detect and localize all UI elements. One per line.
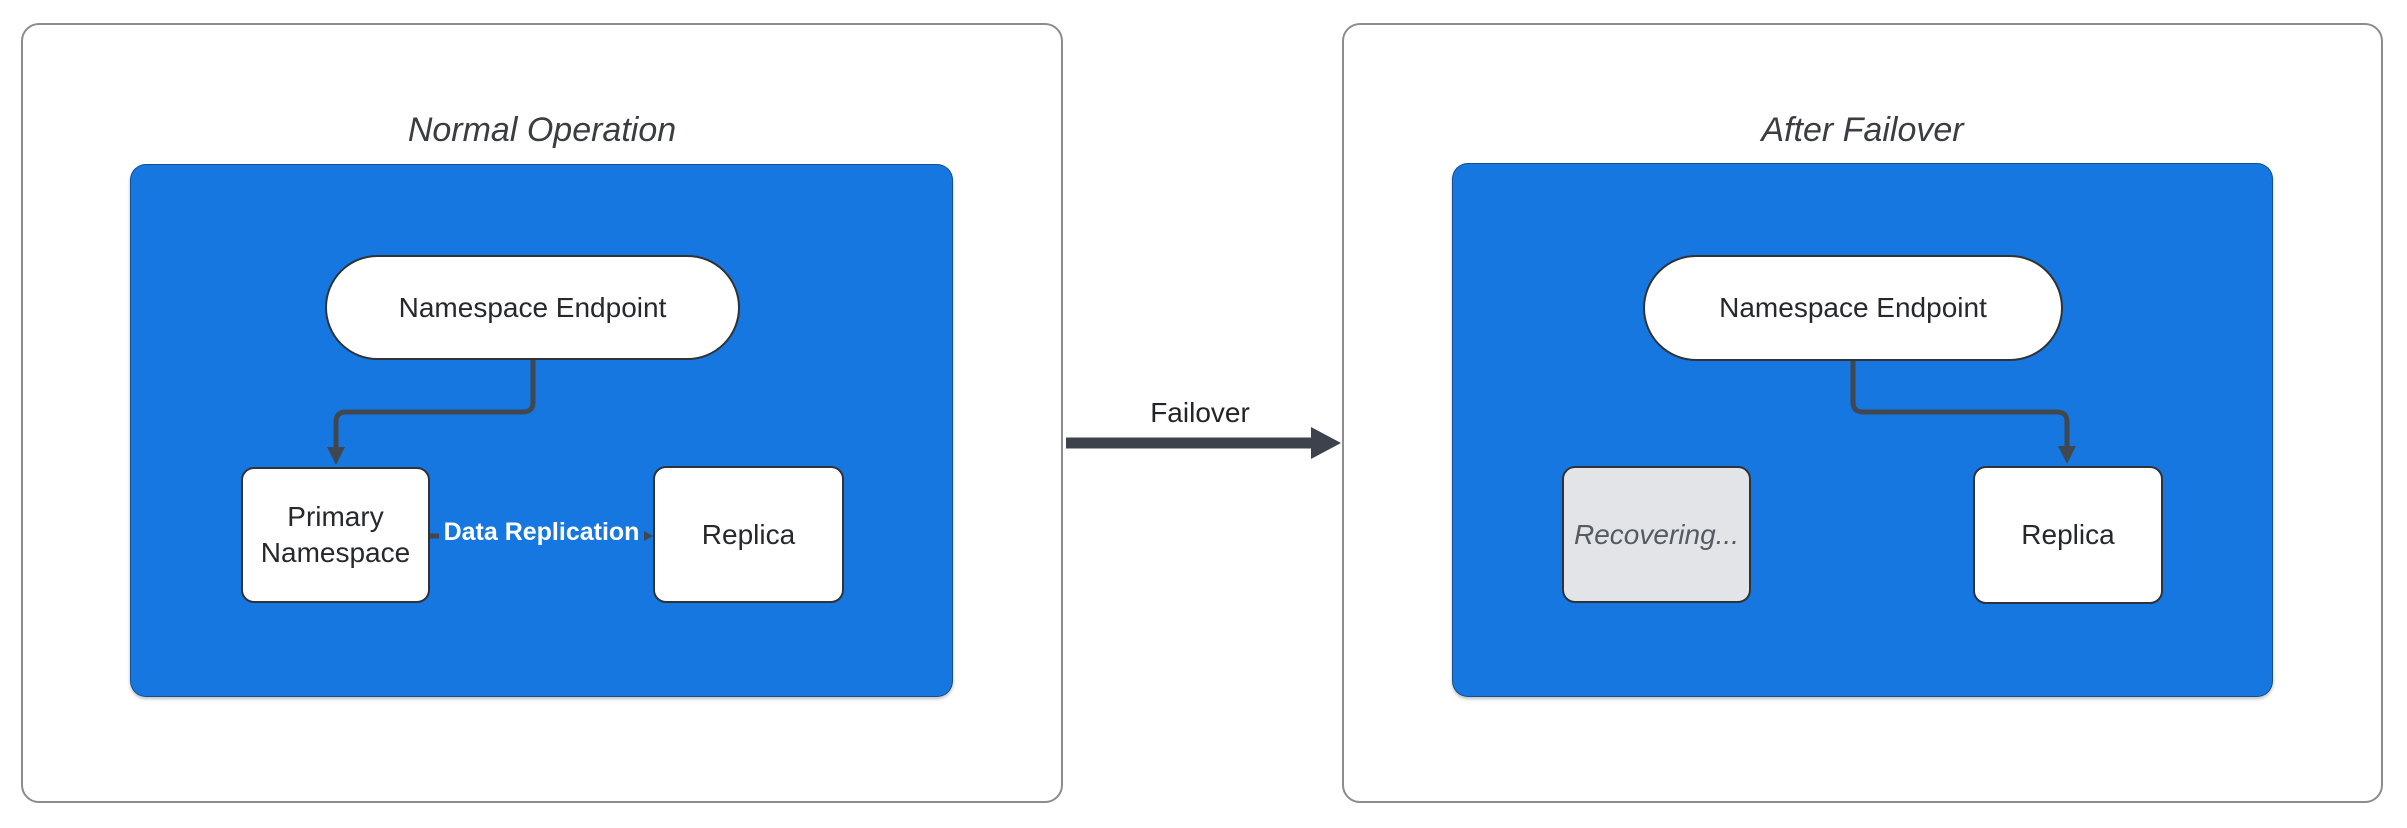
- node-label: Namespace Endpoint: [398, 291, 667, 323]
- node-namespace-endpoint-right: Namespace Endpoint: [1643, 255, 2063, 361]
- namespace-container-right: [1452, 163, 2273, 697]
- node-label: Recovering...: [1574, 518, 1739, 550]
- node-replica-left: Replica: [653, 466, 844, 603]
- node-namespace-endpoint-left: Namespace Endpoint: [325, 255, 740, 360]
- data-replication-arrow-label: Data Replication: [430, 516, 653, 548]
- node-recovering: Recovering...: [1562, 466, 1751, 603]
- node-label: Replica: [701, 518, 796, 550]
- failover-arrow-label: Failover: [1150, 397, 1250, 428]
- node-replica-right: Replica: [1973, 466, 2163, 604]
- node-label: Primary Namespace: [260, 501, 411, 568]
- node-label: Namespace Endpoint: [1719, 292, 1987, 324]
- panel-title-after-failover: After Failover: [1761, 111, 1964, 149]
- arrow-failover: [1066, 427, 1341, 459]
- node-primary-namespace: Primary Namespace: [241, 467, 430, 603]
- panel-title-normal-operation: Normal Operation: [407, 111, 677, 149]
- node-label: Replica: [2021, 519, 2115, 551]
- namespace-container-left: [130, 164, 953, 697]
